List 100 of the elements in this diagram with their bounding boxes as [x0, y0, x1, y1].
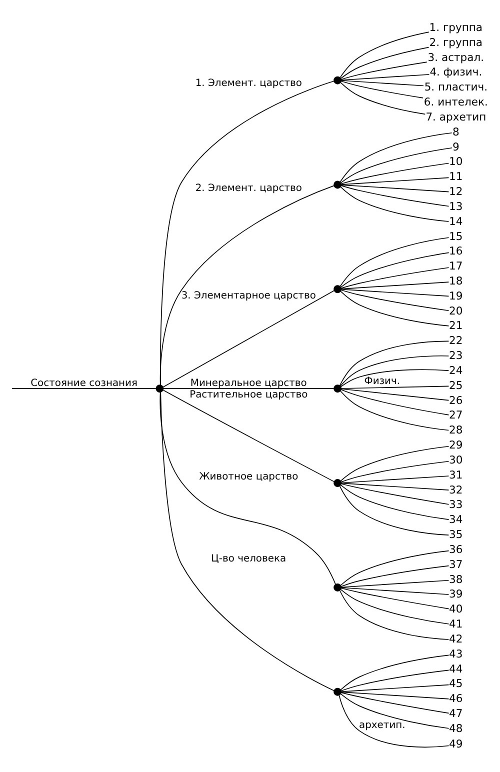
connector: [340, 252, 450, 288]
node-text: 12: [449, 184, 463, 198]
edge-label: Животное царство: [199, 470, 298, 482]
node-text: 16: [449, 244, 463, 258]
edge-label: архетип.: [359, 719, 406, 730]
connector: [338, 694, 450, 748]
connector: [340, 184, 450, 206]
node-text: 19: [449, 288, 463, 302]
node-text: 26: [449, 393, 463, 406]
node-text: 39: [449, 587, 463, 600]
node-text: 48: [449, 721, 463, 734]
node-text: 46: [449, 692, 463, 705]
node-point: [334, 478, 342, 487]
connector: [340, 587, 450, 609]
node-text: 7. архетип: [426, 110, 486, 123]
connector: [340, 654, 450, 690]
edge-label: 2. Элемент. царство: [195, 182, 302, 194]
connector: [340, 692, 450, 714]
node-point: [334, 384, 342, 392]
node-text: 10: [449, 154, 463, 168]
node-text: 13: [449, 199, 463, 212]
connector: [339, 485, 450, 535]
node-text: 42: [449, 632, 463, 645]
node-text: 49: [449, 737, 463, 750]
node-text: 38: [449, 572, 463, 586]
connector: [340, 390, 450, 430]
connector: [340, 691, 450, 699]
connector: [340, 162, 450, 184]
edge-label: Растительное царство: [190, 388, 308, 400]
connector: [340, 176, 450, 184]
node-text: 28: [449, 423, 463, 436]
edge-label: Состояние сознания: [30, 377, 138, 388]
node-text: 22: [449, 334, 463, 347]
node-text: 21: [449, 318, 463, 332]
connector: [340, 288, 450, 296]
node-text: 43: [449, 646, 463, 660]
node-text: 14: [449, 214, 463, 228]
connector: [340, 550, 450, 586]
node-text: 40: [449, 602, 463, 616]
node-text: 5. пластич.: [424, 80, 488, 94]
node-text: 45: [449, 676, 463, 690]
node-text: 8: [452, 124, 460, 138]
node-text: 27: [449, 408, 463, 422]
node-text: 17: [449, 259, 463, 272]
edge-label: Минеральное царство: [190, 377, 307, 388]
connector: [340, 355, 450, 386]
connector: [340, 684, 450, 692]
connector: [340, 74, 430, 80]
connector: [340, 289, 450, 311]
node-point: [334, 76, 342, 84]
node-text: 3. астрал.: [428, 50, 484, 64]
node-text: 34: [449, 512, 463, 526]
connector: [340, 368, 450, 387]
connector: [340, 692, 450, 728]
connector: [340, 184, 450, 192]
node-text: 47: [449, 706, 463, 720]
node-text: 25: [449, 378, 463, 392]
connector: [340, 31, 430, 78]
edge-label: Физич.: [364, 376, 400, 387]
connector: [340, 445, 450, 481]
connector: [340, 460, 450, 482]
connector: [340, 80, 424, 86]
connector: [340, 236, 450, 286]
node-text: 9: [452, 140, 460, 153]
connector: [160, 184, 334, 385]
connector: [340, 132, 452, 182]
node-text: 20: [449, 304, 463, 317]
node-text: 15: [449, 229, 463, 242]
connector: [340, 586, 450, 594]
connector: [340, 290, 450, 326]
node-text: 37: [449, 557, 463, 570]
node-point: [334, 284, 342, 293]
node-text: 2. группа: [429, 35, 483, 48]
connector: [162, 389, 335, 482]
node-text: 44: [449, 662, 463, 675]
connector: [340, 388, 450, 415]
node-point: [334, 687, 342, 696]
node-text: 18: [449, 274, 463, 287]
connector: [340, 482, 450, 504]
node-text: 4. физич.: [430, 65, 482, 78]
connector: [339, 590, 450, 640]
connector: [340, 579, 450, 588]
node-text: 41: [449, 617, 463, 630]
node-text: 31: [449, 468, 463, 481]
node-text: 29: [449, 438, 463, 452]
node-text: 36: [449, 542, 463, 556]
node-text: 32: [449, 482, 463, 496]
node-text: 33: [449, 498, 463, 511]
node-text: 23: [449, 348, 463, 362]
node-point: [334, 582, 342, 591]
node-text: 30: [449, 452, 463, 466]
edge-label: 1. Элемент. царство: [195, 77, 302, 88]
connector: [340, 186, 450, 222]
node-point: [156, 384, 164, 392]
node-text: 11: [449, 170, 463, 183]
connector: [340, 475, 450, 483]
edge-label: 3. Элементарное царство: [181, 290, 316, 302]
connector: [340, 564, 450, 586]
connector: [160, 391, 334, 690]
connector: [340, 588, 450, 624]
